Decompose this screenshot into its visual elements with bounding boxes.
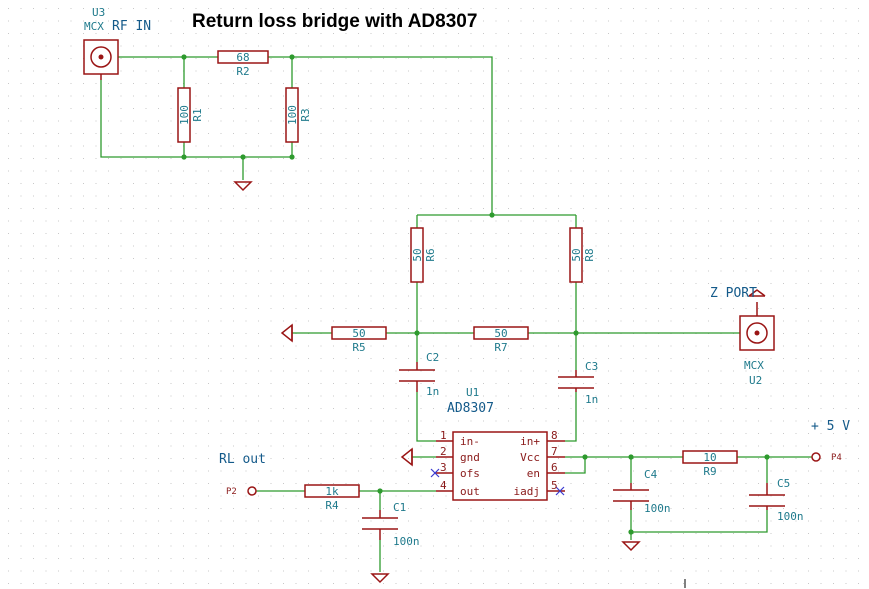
port-p2: P2 RL out bbox=[219, 452, 266, 497]
u1-pin-name: gnd bbox=[460, 451, 480, 464]
u2-ref: U2 bbox=[749, 374, 762, 387]
u1-pin-number: 4 bbox=[440, 479, 447, 492]
r9-ref: R9 bbox=[703, 465, 716, 478]
r6-ref: R6 bbox=[424, 248, 437, 261]
r9-value: 10 bbox=[703, 451, 716, 464]
r5-ref: R5 bbox=[352, 341, 365, 354]
u1-pin-number: 5 bbox=[551, 479, 558, 492]
u1-pin-number: 7 bbox=[551, 445, 558, 458]
p4-ref: P4 bbox=[831, 453, 842, 463]
c5-ref: C5 bbox=[777, 477, 790, 490]
p2-ref: P2 bbox=[226, 487, 237, 497]
u1-pin-name: out bbox=[460, 485, 480, 498]
c5-value: 100n bbox=[777, 510, 804, 523]
u1-ref: U1 bbox=[466, 386, 479, 399]
capacitor-c3: C3 1n bbox=[558, 360, 598, 406]
resistor-r3: 100 R3 bbox=[285, 87, 312, 143]
u1-pin-name: in+ bbox=[520, 435, 540, 448]
wires bbox=[100, 56, 812, 572]
c1-value: 100n bbox=[393, 535, 420, 548]
resistor-r6: 50 R6 bbox=[410, 227, 437, 283]
r4-value: 1k bbox=[325, 485, 339, 498]
capacitor-c2: C2 1n bbox=[399, 351, 439, 398]
u1-pin-number: 1 bbox=[440, 429, 447, 442]
resistor-r4: 1k R4 bbox=[304, 484, 360, 512]
resistor-r7: 50 R7 bbox=[473, 326, 529, 354]
u3-value: MCX bbox=[84, 20, 104, 33]
u1-pin-name: Vcc bbox=[520, 451, 540, 464]
c1-ref: C1 bbox=[393, 501, 406, 514]
capacitor-c5: C5 100n bbox=[749, 477, 804, 523]
p4-label: + 5 V bbox=[811, 419, 850, 434]
r4-ref: R4 bbox=[325, 499, 339, 512]
ic-u1: U1 AD8307 in- gnd ofs out in+ Vcc en iad… bbox=[430, 386, 565, 501]
ground-icon bbox=[233, 181, 253, 192]
u1-pin-name: in- bbox=[460, 435, 480, 448]
resistor-r5: 50 R5 bbox=[331, 326, 387, 354]
ground-icon bbox=[370, 573, 390, 584]
u1-pin-name: ofs bbox=[460, 467, 480, 480]
r1-ref: R1 bbox=[191, 108, 204, 121]
r5-value: 50 bbox=[352, 327, 365, 340]
ground-icon bbox=[280, 323, 293, 343]
schematic-title: Return loss bridge with AD8307 bbox=[192, 11, 477, 32]
r3-value: 100 bbox=[286, 105, 299, 125]
u1-pin-number: 6 bbox=[551, 461, 558, 474]
c2-ref: C2 bbox=[426, 351, 439, 364]
capacitor-c1: C1 100n bbox=[362, 501, 420, 548]
grid-dots bbox=[8, 8, 859, 584]
resistor-r8: 50 R8 bbox=[569, 227, 596, 283]
u1-pin-number: 8 bbox=[551, 429, 558, 442]
u1-pin-number: 3 bbox=[440, 461, 447, 474]
r1-value: 100 bbox=[178, 105, 191, 125]
ground-icon bbox=[621, 541, 641, 552]
c4-value: 100n bbox=[644, 502, 671, 515]
ground-icon bbox=[400, 447, 413, 467]
u2-label: Z PORT bbox=[710, 286, 757, 301]
r7-ref: R7 bbox=[494, 341, 507, 354]
c2-value: 1n bbox=[426, 385, 439, 398]
resistor-r2: 68 R2 bbox=[217, 50, 269, 78]
connector-u3: MCX U3 RF IN bbox=[83, 6, 151, 80]
connector-u2: Z PORT MCX U2 bbox=[710, 286, 775, 387]
u1-pin-number: 2 bbox=[440, 445, 447, 458]
c4-ref: C4 bbox=[644, 468, 658, 481]
u1-pin-name: iadj bbox=[514, 485, 541, 498]
r8-ref: R8 bbox=[583, 248, 596, 261]
p2-label: RL out bbox=[219, 452, 266, 467]
u1-value: AD8307 bbox=[447, 401, 494, 416]
u3-ref: U3 bbox=[92, 6, 105, 19]
u2-value: MCX bbox=[744, 359, 764, 372]
junctions bbox=[181, 54, 770, 535]
c3-ref: C3 bbox=[585, 360, 598, 373]
port-p4: P4 + 5 V bbox=[811, 419, 850, 463]
c3-value: 1n bbox=[585, 393, 598, 406]
capacitor-c4: C4 100n bbox=[613, 468, 671, 515]
resistor-r1: 100 R1 bbox=[177, 87, 204, 143]
r8-value: 50 bbox=[570, 248, 583, 261]
u1-pin-name: en bbox=[527, 467, 540, 480]
u3-label: RF IN bbox=[112, 19, 151, 34]
resistor-r9: 10 R9 bbox=[682, 450, 738, 478]
ground-symbols bbox=[233, 181, 641, 584]
r7-value: 50 bbox=[494, 327, 507, 340]
r3-ref: R3 bbox=[299, 108, 312, 121]
r2-ref: R2 bbox=[236, 65, 249, 78]
r6-value: 50 bbox=[411, 248, 424, 261]
r2-value: 68 bbox=[236, 51, 249, 64]
